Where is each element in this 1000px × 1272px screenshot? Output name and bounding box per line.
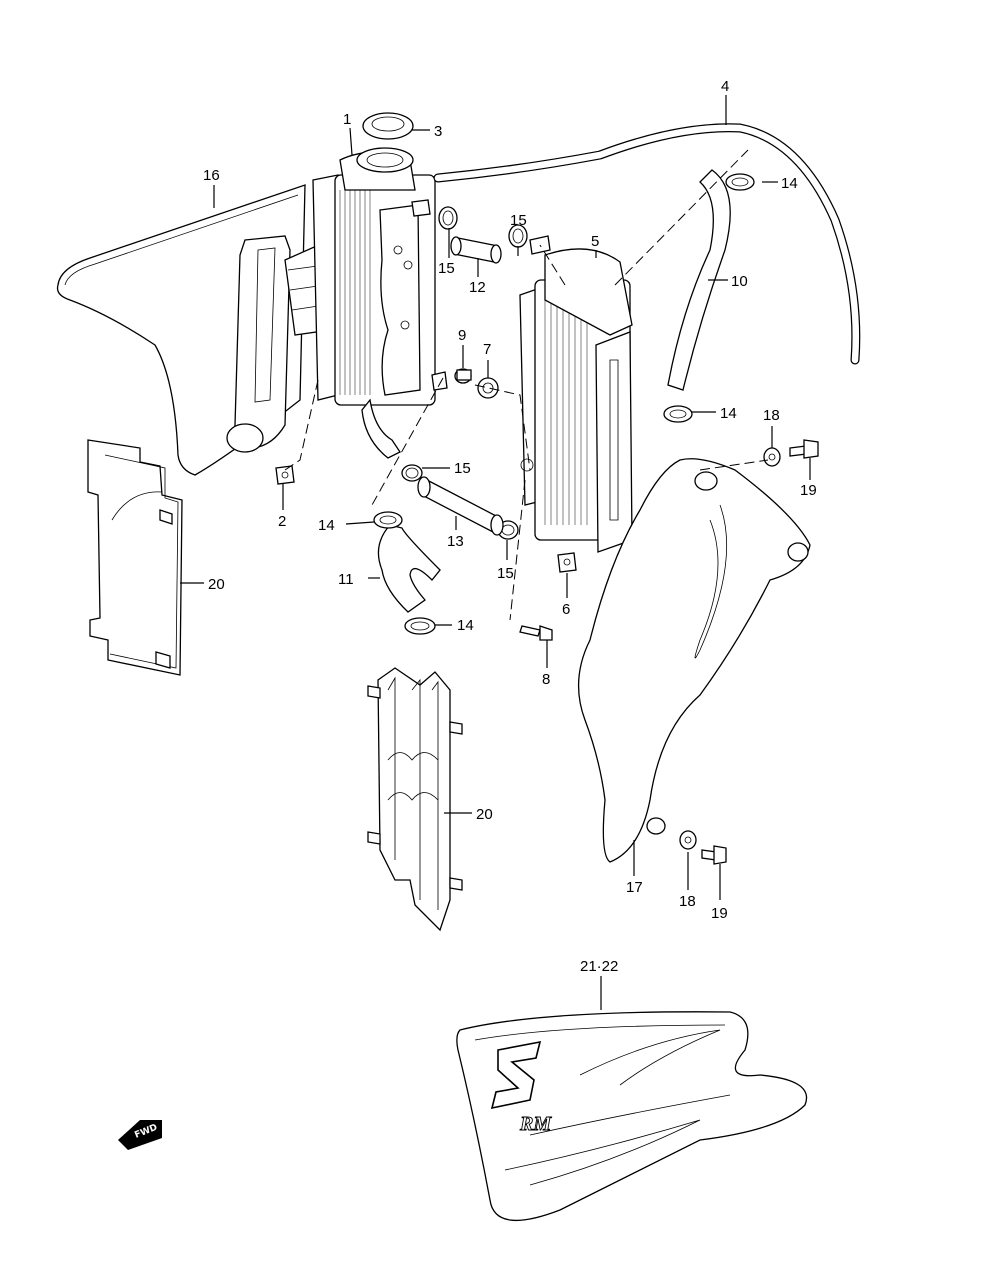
hose-clamp-14b [663,405,693,423]
shroud-decal: RM [456,1011,808,1222]
callout-20-left: 20 [208,576,225,593]
radiator-hose-upper [667,169,731,391]
callout-8: 8 [542,671,550,688]
leader-lines [180,95,811,1010]
hose-clamp-15c [401,464,423,482]
callout-14-left: 14 [318,517,335,534]
bolt-8 [519,625,553,641]
radiator-right-fins [544,300,588,525]
radiator-louver-20-center [367,667,463,932]
hose-clamp-15b [508,224,528,248]
callout-12: 12 [469,279,486,296]
callout-3: 3 [434,123,442,140]
radiator-left [312,147,448,459]
callout-13: 13 [447,533,464,550]
callout-14-mid: 14 [720,405,737,422]
radiator-hose-lower [377,524,441,613]
callout-1: 1 [343,111,351,128]
washer-18-upper [763,447,781,467]
callout-6: 6 [562,601,570,618]
hose-clamp-14d [404,617,436,635]
callout-15-a: 15 [438,260,455,277]
callout-16: 16 [203,167,220,184]
callout-17: 17 [626,879,643,896]
clip-2 [275,465,295,485]
callout-5: 5 [591,233,599,250]
callout-19-upper: 19 [800,482,817,499]
assembly-lines [284,149,769,621]
hose-clamp-15a [438,206,458,230]
callout-4: 4 [721,78,729,95]
callout-11: 11 [338,571,354,588]
callout-19-lower: 19 [711,905,728,922]
callout-15-c: 15 [454,460,471,477]
radiator-guard-left [56,184,331,476]
callouts: 1 3 4 5 14 10 14 16 15 15 12 9 7 15 14 1… [203,78,817,975]
grommet-9 [454,368,472,384]
fwd-arrow: FWD [118,1120,162,1150]
callout-20-center: 20 [476,806,493,823]
callout-21-22: 21·22 [580,958,618,975]
radiator-louver-20-left [87,439,183,676]
bolt-19-upper [789,439,819,459]
callout-15-d: 15 [497,565,514,582]
hose-clamp-14a [725,173,755,191]
washer-18-lower [679,830,697,850]
overflow-tube [433,123,861,365]
callout-9: 9 [458,327,466,344]
callout-2: 2 [278,513,286,530]
callout-18-upper: 18 [763,407,780,424]
callout-15-b: 15 [510,212,527,229]
hose-clamp-14c [373,511,403,529]
callout-10: 10 [731,273,748,290]
bolt-19-lower [701,845,727,865]
shroud-logo-text: RM [519,1113,552,1135]
radiator-shroud [577,458,811,863]
radiator-left-fins [339,190,371,395]
grommet-7 [477,377,499,399]
callout-18-lower: 18 [679,893,696,910]
radiator-cap [362,112,414,140]
callout-7: 7 [483,341,491,358]
clip-6 [557,552,577,573]
connecting-hose-upper [450,236,502,264]
radiator-right [519,235,633,553]
callout-14-lower: 14 [457,617,474,634]
callout-14-upper: 14 [781,175,798,192]
connecting-hose-lower [417,476,504,536]
